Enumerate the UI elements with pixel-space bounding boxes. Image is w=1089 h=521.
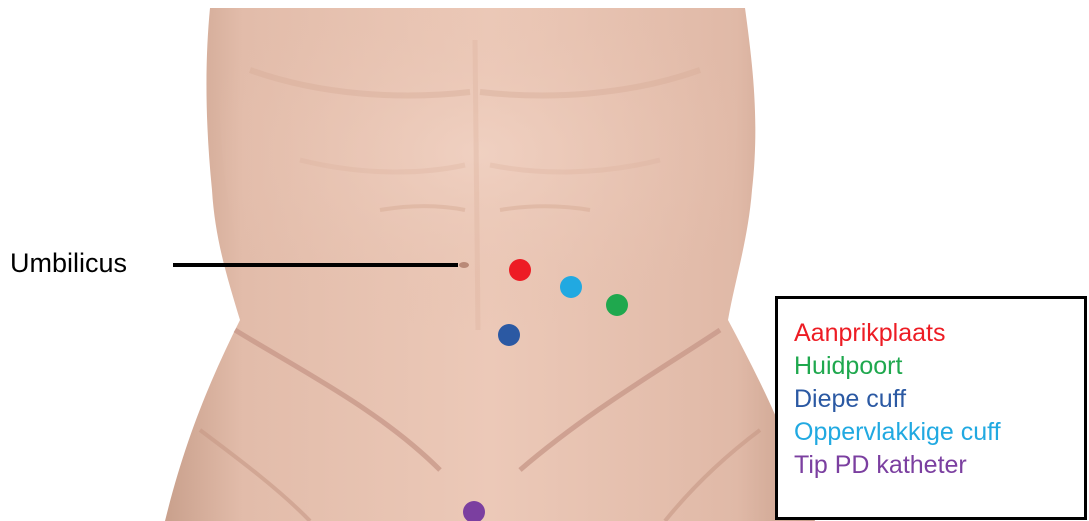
umbilicus-mark [459, 262, 469, 268]
legend-item-diepe-cuff: Diepe cuff [794, 383, 1084, 416]
legend-item-tip-pd-katheter: Tip PD katheter [794, 449, 1084, 482]
oppervlakkige-cuff-dot [560, 276, 582, 298]
umbilicus-label: Umbilicus [10, 250, 127, 277]
diepe-cuff-dot [498, 324, 520, 346]
huidpoort-dot [606, 294, 628, 316]
aanprikplaats-dot [509, 259, 531, 281]
legend-box: Aanprikplaats Huidpoort Diepe cuff Opper… [775, 296, 1087, 520]
legend-item-aanprikplaats: Aanprikplaats [794, 317, 1084, 350]
legend-item-oppervlakkige-cuff: Oppervlakkige cuff [794, 416, 1084, 449]
legend-item-huidpoort: Huidpoort [794, 350, 1084, 383]
